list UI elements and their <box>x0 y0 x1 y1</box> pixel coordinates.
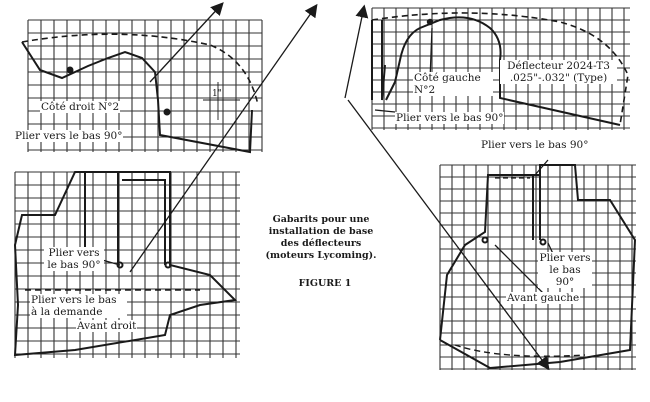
label-avant-gauche: Avant gauche <box>506 292 581 304</box>
arrow-to-top-center-left <box>149 2 224 83</box>
label-plier-top-left: Plier vers le bas 90° <box>14 130 124 142</box>
label-plier-top-right: Plier vers le bas 90° <box>395 112 505 124</box>
template-avant-gauche <box>439 164 637 370</box>
template-avant-droit <box>13 171 238 357</box>
arrow-long-diagonal <box>129 3 318 273</box>
template-cote-gauche <box>371 12 629 126</box>
leader-cote-gauche <box>429 27 433 81</box>
label-plier-demande: Plier vers le bas à la demande <box>30 294 127 318</box>
arrow-to-top-right <box>344 4 369 99</box>
leader-br-top <box>534 159 549 176</box>
diagram-title: Gabarits pour une installation de base d… <box>265 214 377 261</box>
label-plier-bottom-right-top: Plier vers le bas 90° <box>480 139 590 151</box>
label-deflecteur: Déflecteur 2024-T3 .025"-.032" (Type) <box>500 60 617 84</box>
leader-tr-plier <box>374 109 396 113</box>
label-cote-gauche: Côté gauche N°2 <box>413 72 493 96</box>
arrow-to-bottom-right <box>347 99 550 371</box>
template-cote-droit <box>21 33 259 154</box>
figure-label: FIGURE 1 <box>298 278 352 289</box>
grid-top-left <box>27 19 263 152</box>
label-dimension: 1" <box>212 89 222 99</box>
label-avant-droit: Avant droit <box>76 320 138 332</box>
label-plier-bottom-left-top: Plier vers le bas 90° <box>44 247 104 271</box>
label-cote-droit: Côté droit N°2 <box>40 101 121 113</box>
grid-bottom-left <box>14 171 240 358</box>
leader-avant-gauche <box>494 244 546 296</box>
label-plier-bottom-right-mid: Plier vers le bas 90° <box>538 252 592 288</box>
